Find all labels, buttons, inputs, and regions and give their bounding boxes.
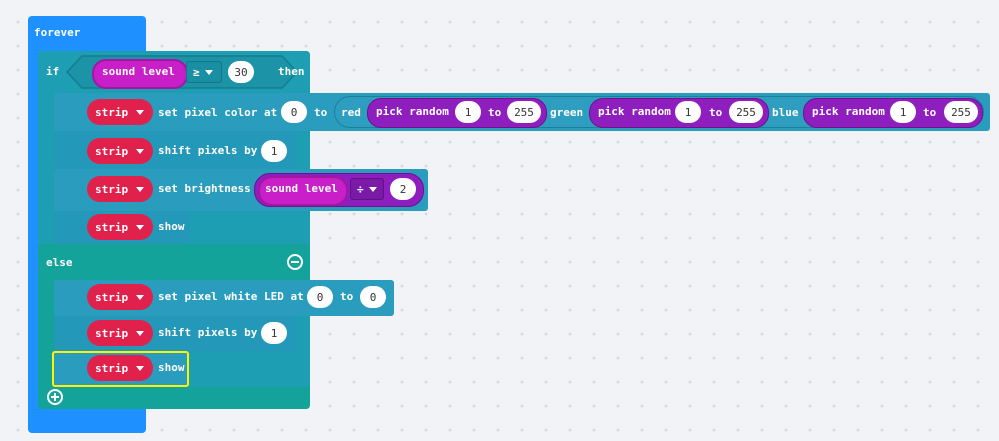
caret-down-icon	[136, 365, 145, 371]
strip-dropdown[interactable]: strip	[87, 176, 153, 202]
sound-level-reporter[interactable]: sound level	[258, 176, 348, 206]
caret-down-icon	[368, 186, 377, 192]
random-to-input[interactable]: 255	[507, 101, 541, 123]
strip-label: strip	[95, 361, 129, 375]
threshold-value: 30	[234, 65, 248, 79]
strip-dropdown[interactable]: strip	[87, 320, 153, 346]
pick-random-label: pick random	[812, 105, 885, 118]
to-label: to	[340, 290, 354, 303]
pick-random-label: pick random	[598, 105, 671, 118]
random-from-value: 1	[899, 105, 907, 119]
set-pixel-color-label: set pixel color at	[158, 106, 278, 119]
random-to-label: to	[709, 106, 723, 119]
random-to-input[interactable]: 255	[944, 101, 978, 123]
sound-level-label: sound level	[265, 182, 338, 195]
pixel-index-input[interactable]: 0	[281, 101, 307, 123]
green-label: green	[550, 106, 584, 119]
shift-pixels-label: shift pixels by	[158, 144, 258, 157]
strip-dropdown[interactable]: strip	[87, 214, 153, 240]
strip-label: strip	[95, 144, 129, 158]
caret-down-icon	[136, 330, 145, 336]
show-label: show	[158, 220, 185, 233]
strip-dropdown[interactable]: strip	[87, 284, 153, 310]
else-body-arm	[38, 280, 54, 388]
random-from-input[interactable]: 1	[675, 101, 701, 123]
compare-operator-dropdown[interactable]: ≥	[186, 61, 222, 83]
if-label: if	[46, 65, 60, 78]
random-from-input[interactable]: 1	[455, 101, 481, 123]
random-to-value: 255	[514, 105, 534, 119]
if-else-footer	[38, 387, 310, 409]
random-to-label: to	[923, 106, 937, 119]
if-body-arm	[38, 93, 54, 244]
minus-circle-icon[interactable]	[287, 254, 303, 270]
then-label: then	[278, 65, 305, 78]
shift-pixels-label: shift pixels by	[158, 326, 258, 339]
shift-amount-input[interactable]: 1	[261, 322, 287, 344]
random-to-label: to	[488, 106, 502, 119]
strip-dropdown[interactable]: strip	[87, 355, 153, 381]
compare-operator-label: ≥	[193, 65, 200, 79]
caret-down-icon	[136, 186, 145, 192]
strip-dropdown[interactable]: strip	[87, 138, 153, 164]
caret-down-icon	[204, 69, 213, 75]
threshold-input[interactable]: 30	[228, 61, 254, 83]
random-to-value: 255	[951, 105, 971, 119]
led-value-value: 0	[369, 290, 377, 304]
show-label: show	[158, 361, 185, 374]
divide-operator-label: ÷	[357, 182, 364, 196]
divisor-value: 2	[399, 182, 407, 196]
set-pixel-white-led-label: set pixel white LED at	[158, 290, 304, 303]
caret-down-icon	[136, 224, 145, 230]
strip-label: strip	[95, 290, 129, 304]
shift-amount-input[interactable]: 1	[261, 140, 287, 162]
sound-level-label: sound level	[102, 65, 175, 78]
blue-label: blue	[772, 106, 799, 119]
strip-label: strip	[95, 182, 129, 196]
strip-dropdown[interactable]: strip	[87, 99, 153, 125]
to-label: to	[314, 106, 328, 119]
set-brightness-label: set brightness	[158, 182, 251, 195]
else-bar	[38, 244, 310, 280]
led-index-value: 0	[316, 290, 324, 304]
caret-down-icon	[136, 109, 145, 115]
pick-random-label: pick random	[376, 105, 449, 118]
strip-label: strip	[95, 220, 129, 234]
random-to-value: 255	[736, 105, 756, 119]
red-label: red	[341, 106, 361, 119]
pixel-index-value: 0	[290, 105, 298, 119]
else-label: else	[46, 256, 73, 269]
caret-down-icon	[136, 148, 145, 154]
strip-label: strip	[95, 326, 129, 340]
sound-level-reporter[interactable]: sound level	[92, 59, 188, 89]
plus-circle-icon[interactable]	[47, 389, 63, 405]
shift-amount-value: 1	[270, 144, 278, 158]
random-from-input[interactable]: 1	[890, 101, 916, 123]
divide-operator-dropdown[interactable]: ÷	[350, 178, 384, 200]
random-to-input[interactable]: 255	[729, 101, 763, 123]
led-index-input[interactable]: 0	[307, 286, 333, 308]
random-from-value: 1	[684, 105, 692, 119]
led-value-input[interactable]: 0	[360, 286, 386, 308]
random-from-value: 1	[464, 105, 472, 119]
caret-down-icon	[136, 294, 145, 300]
strip-label: strip	[95, 105, 129, 119]
divisor-input[interactable]: 2	[390, 178, 416, 200]
forever-label: forever	[34, 26, 81, 39]
shift-amount-value: 1	[270, 326, 278, 340]
